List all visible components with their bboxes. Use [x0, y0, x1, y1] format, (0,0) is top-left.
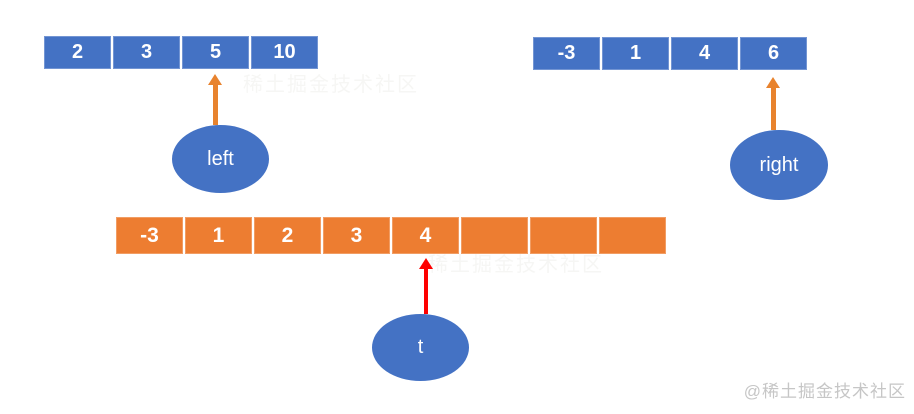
right-pointer-arrow-icon	[766, 77, 780, 130]
right-pointer-ellipse: right	[730, 130, 828, 200]
array-cell: -3	[533, 37, 600, 70]
array-cell: -3	[116, 217, 183, 254]
right-sorted-array: -3 1 4 6	[533, 37, 807, 70]
arrow-head-icon	[419, 258, 433, 269]
array-cell: 2	[44, 36, 111, 69]
array-cell-empty	[599, 217, 666, 254]
array-cell: 2	[254, 217, 321, 254]
arrow-shaft	[424, 269, 428, 314]
array-cell: 1	[602, 37, 669, 70]
left-pointer-ellipse: left	[172, 125, 269, 193]
left-pointer-label: left	[207, 147, 234, 170]
arrow-shaft	[212, 85, 218, 125]
array-cell: 4	[392, 217, 459, 254]
array-cell: 6	[740, 37, 807, 70]
arrow-head-icon	[208, 74, 222, 85]
left-sorted-array: 2 3 5 10	[44, 36, 318, 69]
right-pointer-label: right	[759, 153, 799, 176]
array-cell: 3	[323, 217, 390, 254]
array-cell: 10	[251, 36, 318, 69]
faint-watermark: 稀土掘金技术社区	[243, 74, 419, 96]
array-cell: 5	[182, 36, 249, 69]
arrow-shaft	[770, 88, 776, 130]
array-cell-empty	[530, 217, 597, 254]
t-pointer-ellipse: t	[372, 314, 469, 381]
faint-watermark: 稀土掘金技术社区	[428, 254, 604, 276]
left-pointer-arrow-icon	[208, 74, 222, 125]
merged-array: -3 1 2 3 4	[116, 217, 666, 254]
arrow-head-icon	[766, 77, 780, 88]
array-cell: 3	[113, 36, 180, 69]
array-cell: 1	[185, 217, 252, 254]
array-cell: 4	[671, 37, 738, 70]
site-watermark: @稀土掘金技术社区	[743, 382, 906, 401]
array-cell-empty	[461, 217, 528, 254]
t-pointer-label: t	[417, 336, 424, 358]
t-pointer-arrow-icon	[419, 258, 433, 314]
